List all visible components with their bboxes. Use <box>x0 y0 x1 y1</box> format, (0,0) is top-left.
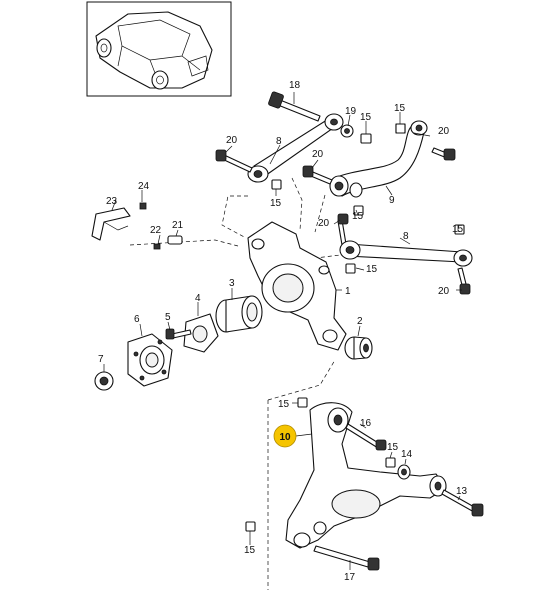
highlighted-part-badge[interactable]: 10 <box>273 424 297 448</box>
label-1: 1 <box>345 286 351 297</box>
nut-19 <box>340 124 372 144</box>
bolt-17 <box>313 545 380 571</box>
bolt-13 <box>441 489 484 517</box>
label-14: 14 <box>401 449 413 460</box>
label-2: 2 <box>357 316 363 327</box>
label-6: 6 <box>134 314 140 325</box>
bolt-18 <box>268 91 321 122</box>
sensor-bracket-23 <box>91 202 147 241</box>
nuts-15 <box>245 123 465 532</box>
label-7: 7 <box>98 354 104 365</box>
label-15-f: 15 <box>366 264 378 275</box>
bolt-16 <box>345 423 387 451</box>
label-4: 4 <box>195 293 201 304</box>
label-20-d: 20 <box>318 218 330 229</box>
hub-nut-7 <box>94 371 114 391</box>
label-8-lower: 8 <box>403 231 409 242</box>
sensor-21 <box>153 235 183 250</box>
label-10: 10 <box>279 432 291 443</box>
upper-link-8 <box>247 113 344 183</box>
wheel-carrier-1 <box>247 221 347 351</box>
label-15-d: 15 <box>352 211 364 222</box>
label-16: 16 <box>360 418 372 429</box>
lower-control-arm-10 <box>285 402 447 549</box>
label-18: 18 <box>289 80 301 91</box>
label-15-i: 15 <box>244 545 256 556</box>
label-15-b: 15 <box>394 103 406 114</box>
shield-plate-4 <box>183 313 219 353</box>
label-8-upper: 8 <box>276 136 282 147</box>
label-9: 9 <box>389 195 395 206</box>
label-22: 22 <box>150 225 162 236</box>
vehicle-thumbnail <box>86 1 232 97</box>
label-24: 24 <box>138 181 150 192</box>
lower-link-8 <box>339 240 473 267</box>
washer-14 <box>397 464 411 480</box>
label-20-b: 20 <box>226 135 238 146</box>
label-15-g: 15 <box>278 399 290 410</box>
label-23: 23 <box>106 196 118 207</box>
label-13: 13 <box>456 486 468 497</box>
label-20-a: 20 <box>438 126 450 137</box>
curved-arm-9 <box>329 120 428 198</box>
label-15-e: 15 <box>452 224 464 235</box>
bolts-20 <box>215 147 471 295</box>
label-15-a: 15 <box>360 112 372 123</box>
label-3: 3 <box>229 278 235 289</box>
wheel-hub-6 <box>127 333 173 387</box>
label-19: 19 <box>345 106 357 117</box>
label-20-e: 20 <box>438 286 450 297</box>
label-21: 21 <box>172 220 184 231</box>
part-labels: 18 8 19 15 15 20 20 20 9 15 15 20 8 15 1… <box>98 80 468 583</box>
bushing-2 <box>344 336 373 360</box>
label-15-h: 15 <box>387 442 399 453</box>
label-5: 5 <box>165 312 171 323</box>
label-17: 17 <box>344 572 356 583</box>
label-leaders <box>103 92 462 570</box>
wheel-bearing-3 <box>215 295 263 333</box>
label-20-c: 20 <box>312 149 324 160</box>
label-15-c: 15 <box>270 198 282 209</box>
